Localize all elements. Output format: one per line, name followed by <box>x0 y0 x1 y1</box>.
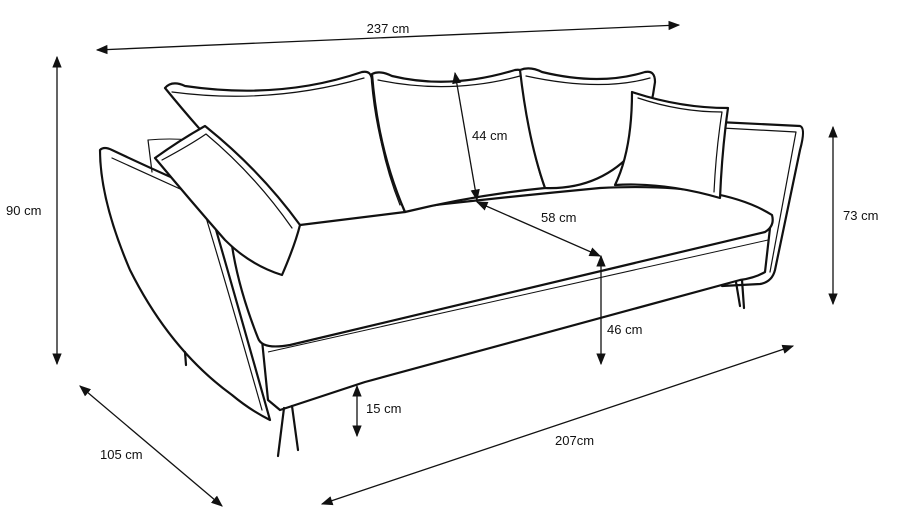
throw-pillow-left <box>153 124 302 277</box>
sofa-drawing <box>98 67 805 458</box>
label-total-depth: 105 cm <box>100 447 143 462</box>
dim-line-seat-depth <box>475 201 602 257</box>
dimension-lines <box>52 20 838 507</box>
leg-front-inner <box>290 404 300 452</box>
label-seat-height: 46 cm <box>607 322 642 337</box>
dim-line-total-width <box>95 20 681 55</box>
back-cushion-right <box>518 67 657 190</box>
label-seat-depth: 58 cm <box>541 210 576 225</box>
leg-front-left <box>276 406 286 458</box>
label-seat-width: 207cm <box>555 433 594 448</box>
label-total-width: 237 cm <box>367 21 410 36</box>
dim-line-back-cushion <box>452 71 480 202</box>
dimension-labels: 237 cm 90 cm 105 cm 44 cm 58 cm 73 cm 46… <box>6 21 878 462</box>
leg-back-left <box>183 350 188 367</box>
label-ground-clearance: 15 cm <box>366 401 401 416</box>
leg-front-right <box>740 278 746 310</box>
left-armrest <box>98 146 272 422</box>
dim-line-depth <box>79 385 223 507</box>
throw-pillow-right <box>613 90 730 200</box>
leg-back-right <box>734 280 742 308</box>
label-back-cushion-height: 44 cm <box>472 128 507 143</box>
label-total-height: 90 cm <box>6 203 41 218</box>
label-armrest-height: 73 cm <box>843 208 878 223</box>
dim-line-seat-width <box>320 344 795 506</box>
